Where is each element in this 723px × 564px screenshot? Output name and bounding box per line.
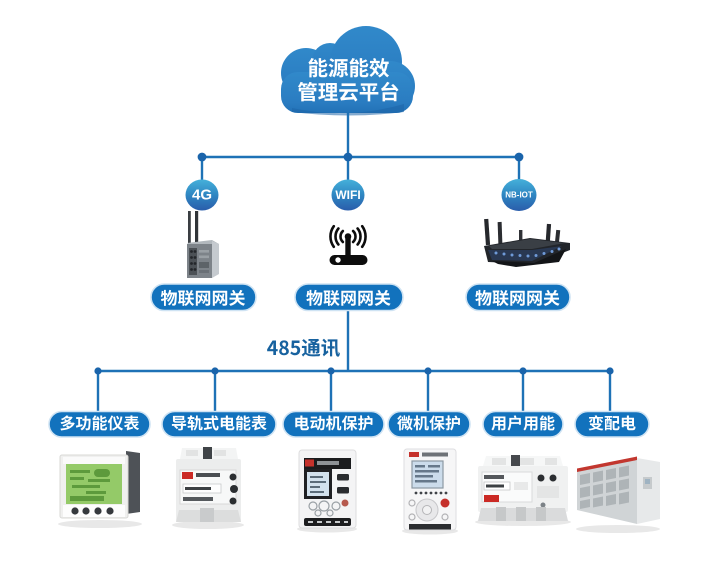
- svg-text:NB-IOT: NB-IOT: [505, 191, 533, 200]
- svg-text:WIFI: WIFI: [335, 188, 360, 202]
- svg-text:4G: 4G: [192, 187, 212, 204]
